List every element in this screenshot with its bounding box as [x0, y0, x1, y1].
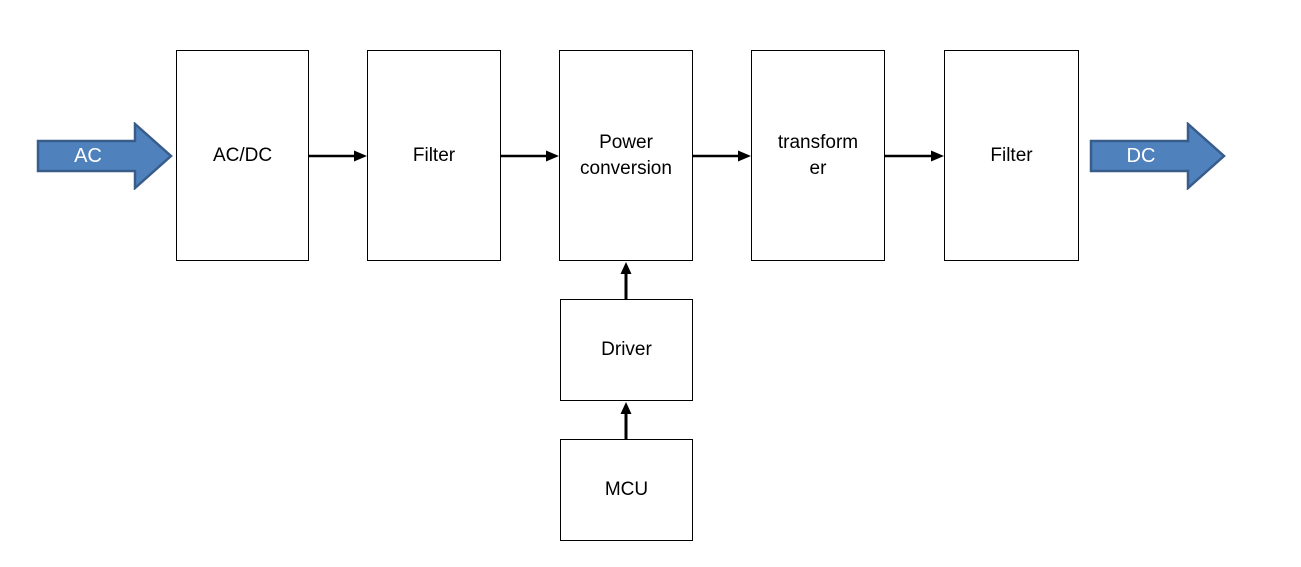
right-block-arrow-shape: [1089, 122, 1226, 190]
right-block-arrow-icon: [1089, 122, 1226, 190]
block-transformer-label-line1: transform: [777, 131, 859, 153]
block-power-conversion: Power conversion: [559, 50, 693, 261]
right-block-arrow-icon: [36, 122, 173, 190]
ac-input-label: AC: [74, 144, 102, 167]
block-power-conversion-label-line2: conversion: [580, 157, 672, 179]
block-filter-1-label: Filter: [412, 144, 456, 166]
ac-input-arrow: AC: [36, 122, 174, 190]
dc-output-label: DC: [1126, 144, 1156, 167]
block-ac-dc: AC/DC: [176, 50, 309, 261]
block-filter-2-label: Filter: [990, 144, 1033, 166]
block-mcu: MCU: [560, 439, 693, 541]
block-driver-label: Driver: [601, 339, 652, 360]
block-transformer: transform er: [751, 50, 885, 261]
block-mcu-label: MCU: [604, 479, 649, 500]
block-filter-2: Filter: [944, 50, 1079, 261]
connector-acdc-to-filter1-arrow: [308, 150, 367, 162]
block-ac-dc-label: AC/DC: [212, 144, 273, 166]
connector-filter1-to-powerconversion-arrow: [501, 150, 559, 162]
dc-output-arrow: DC: [1089, 122, 1227, 190]
connector-driver-to-powerconversion-arrow: [620, 262, 632, 299]
block-filter-1: Filter: [367, 50, 501, 261]
block-power-conversion-label-line1: Power: [599, 131, 653, 153]
block-transformer-label-line2: er: [809, 157, 827, 179]
right-block-arrow-shape: [36, 122, 173, 190]
connector-mcu-to-driver-arrow: [620, 402, 632, 439]
connector-powerconversion-to-transformer-arrow: [693, 150, 751, 162]
connector-transformer-to-filter2-arrow: [885, 150, 944, 162]
block-driver: Driver: [560, 299, 693, 401]
